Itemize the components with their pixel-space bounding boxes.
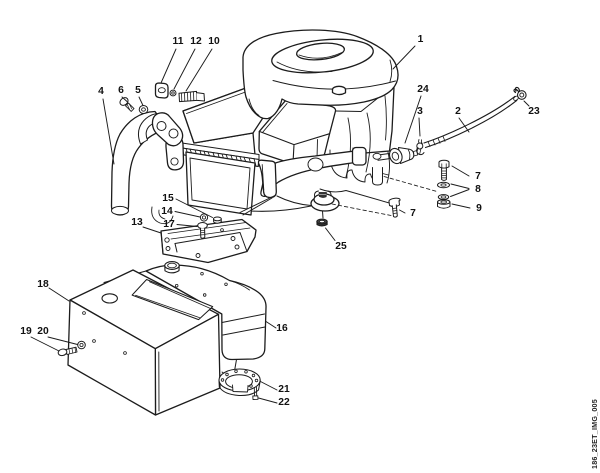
svg-text:186_23ET_IMG_005: 186_23ET_IMG_005: [590, 399, 599, 469]
svg-text:2: 2: [455, 106, 461, 117]
svg-text:20: 20: [37, 326, 49, 337]
svg-text:11: 11: [173, 36, 184, 47]
svg-text:16: 16: [276, 323, 288, 334]
svg-text:3: 3: [417, 106, 423, 117]
svg-text:10: 10: [208, 36, 220, 47]
svg-text:7: 7: [475, 171, 481, 182]
svg-text:9: 9: [476, 203, 482, 214]
svg-text:24: 24: [417, 84, 429, 95]
svg-text:25: 25: [335, 241, 347, 252]
svg-text:19: 19: [20, 326, 32, 337]
svg-text:7: 7: [410, 208, 416, 219]
svg-text:5: 5: [135, 85, 141, 96]
svg-text:13: 13: [131, 217, 143, 228]
svg-text:8: 8: [475, 184, 481, 195]
svg-text:17: 17: [163, 219, 175, 230]
svg-text:15: 15: [162, 193, 174, 204]
svg-text:6: 6: [118, 85, 124, 96]
svg-text:12: 12: [190, 36, 202, 47]
svg-text:22: 22: [278, 397, 290, 408]
svg-text:21: 21: [278, 384, 290, 395]
svg-text:14: 14: [161, 206, 173, 217]
svg-text:4: 4: [98, 86, 104, 97]
svg-text:23: 23: [528, 106, 540, 117]
svg-text:18: 18: [37, 279, 49, 290]
svg-text:1: 1: [418, 34, 424, 45]
